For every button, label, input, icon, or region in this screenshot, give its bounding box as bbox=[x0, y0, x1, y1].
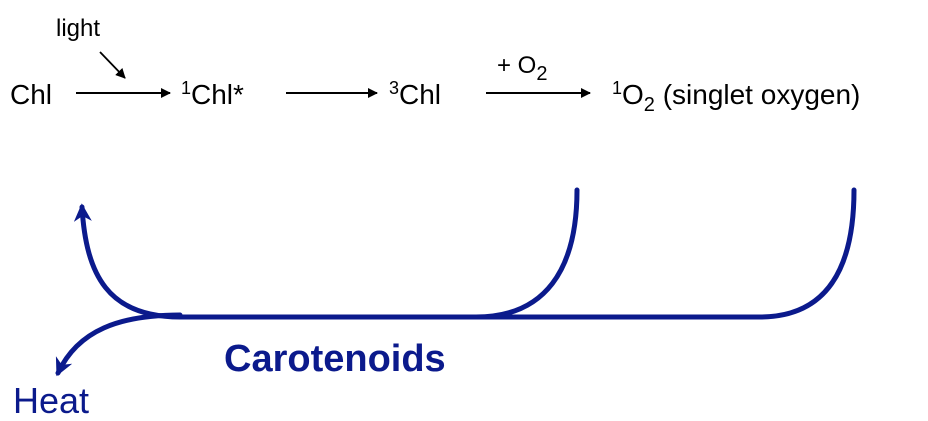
chl-label: Chl bbox=[10, 79, 52, 110]
singlet-oxygen-label: 1O2 (singlet oxygen) bbox=[612, 78, 860, 116]
oxygen-label: + O2 bbox=[497, 52, 547, 85]
heat-arrow bbox=[55, 312, 183, 377]
light-label: light bbox=[56, 15, 100, 42]
return-to-chl-arrow bbox=[73, 203, 183, 320]
light-arrow bbox=[99, 51, 126, 79]
excited-singlet-chl-label: 1Chl* bbox=[181, 78, 244, 110]
triplet-quench-path bbox=[177, 187, 580, 320]
carotenoids-label: Carotenoids bbox=[224, 338, 446, 380]
oxygen-quench-path bbox=[177, 187, 857, 320]
heat-label: Heat bbox=[13, 380, 89, 421]
triplet-chl-label: 3Chl bbox=[389, 78, 441, 110]
